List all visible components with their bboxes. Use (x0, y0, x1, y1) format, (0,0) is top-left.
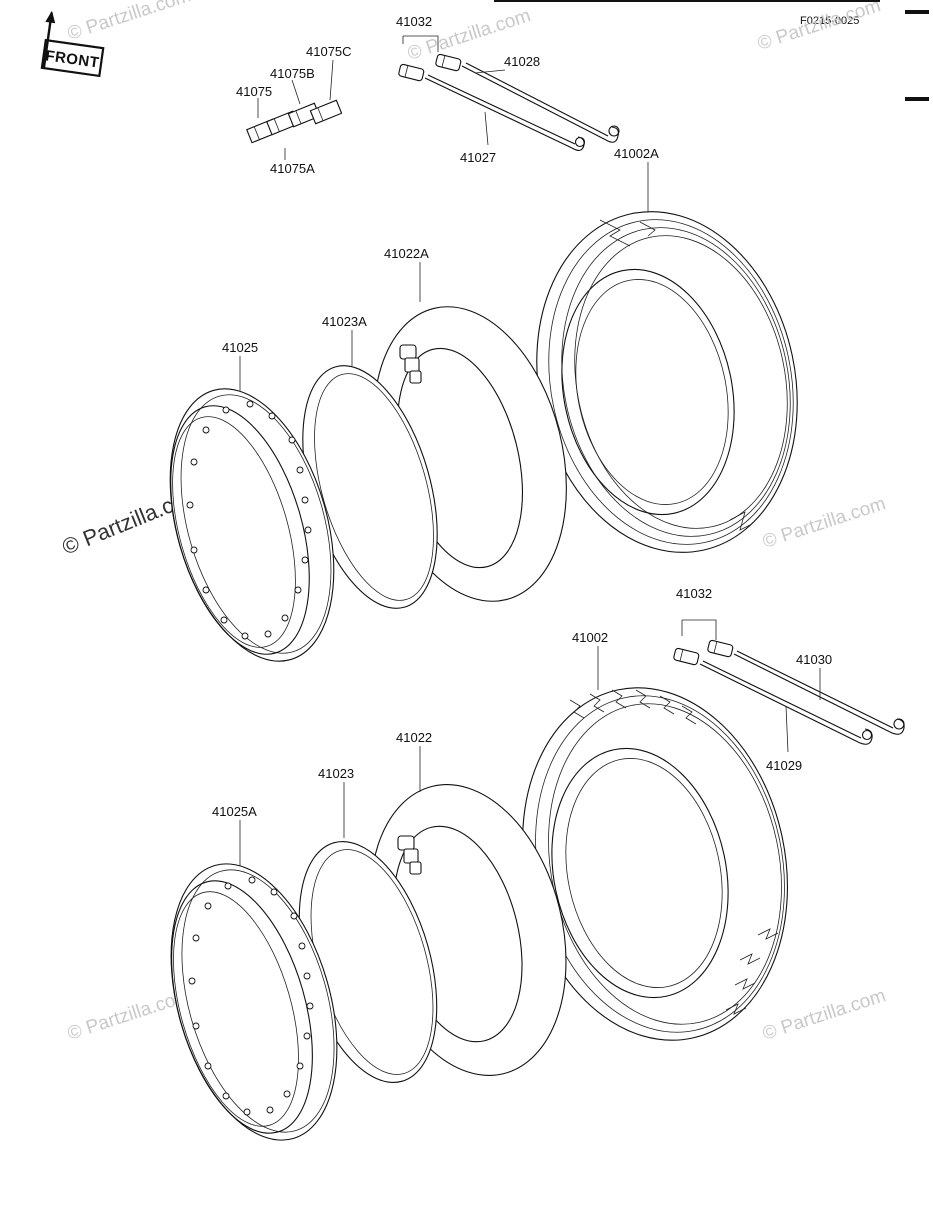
label-41027: 41027 (460, 150, 496, 165)
valve-stem-upper (399, 344, 422, 384)
spoke-41029 (699, 663, 859, 743)
label-41075C: 41075C (306, 44, 352, 59)
label-41023: 41023 (318, 766, 354, 781)
label-41032-upper: 41032 (396, 14, 432, 29)
nipple-upper-a (435, 53, 462, 72)
label-41032-lower: 41032 (676, 586, 712, 601)
spoke-41028 (461, 65, 607, 141)
spoke-set-upper (398, 35, 620, 151)
label-41022A: 41022A (384, 246, 429, 261)
spoke-41027 (424, 77, 573, 149)
label-41028: 41028 (504, 54, 540, 69)
label-41002: 41002 (572, 630, 608, 645)
reference-code: F0215-0025 (800, 15, 859, 27)
watermark-9: © Partzilla.com (760, 985, 888, 1045)
bracket-41032-lower (681, 619, 717, 640)
margin-mark-top (905, 10, 929, 14)
margin-mark-lower (905, 97, 929, 101)
rim-41025A (170, 820, 338, 1141)
spoke-41030 (733, 653, 891, 733)
rim-41025A-spoke-holes (188, 876, 314, 1116)
front-badge-frame (40, 38, 105, 78)
spoke-set-lower (673, 619, 905, 753)
tire-41002-tread (569, 689, 779, 1015)
watermark-6: © Partzilla.com (760, 493, 888, 553)
nipple-lower-a (707, 639, 734, 658)
rim-41025-spoke-holes (186, 400, 312, 640)
label-41030: 41030 (796, 652, 832, 667)
part-labels: 41032 41028 41027 41075C 41075B 41075 41… (212, 14, 832, 819)
label-41075A: 41075A (270, 161, 315, 176)
front-arrow-icon (45, 10, 56, 24)
valve-stem-lower (397, 835, 422, 875)
label-41029: 41029 (766, 758, 802, 773)
rim-41025 (169, 356, 335, 662)
label-41075: 41075 (236, 84, 272, 99)
watermark-3: © Partzilla.com (755, 0, 883, 55)
label-41023A: 41023A (322, 314, 367, 329)
balance-weights (246, 59, 343, 160)
label-41002A: 41002A (614, 146, 659, 161)
watermark-1: © Partzilla.com (65, 0, 193, 45)
weight-41075C (309, 99, 343, 125)
label-41025: 41025 (222, 340, 258, 355)
nipple-lower-b (673, 647, 700, 666)
bracket-41032-upper (402, 35, 439, 52)
front-badge: FRONT (40, 10, 105, 78)
label-41025A: 41025A (212, 804, 257, 819)
label-41022: 41022 (396, 730, 432, 745)
label-41075B: 41075B (270, 66, 315, 81)
nipple-upper-b (398, 63, 425, 82)
